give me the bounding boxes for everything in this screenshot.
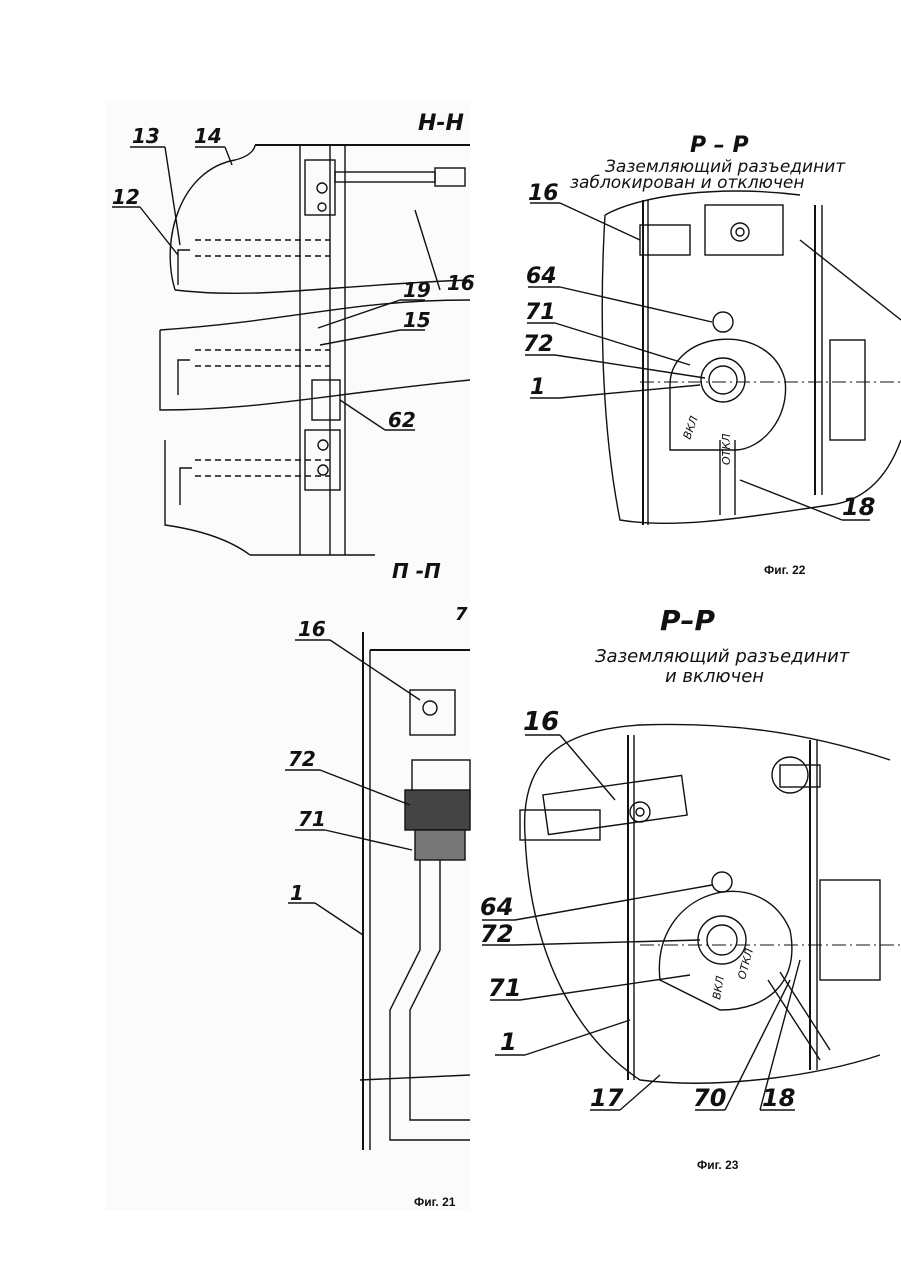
fig22-callout-18: 18 (842, 493, 875, 521)
fig23-mark-off: ОТКЛ (735, 947, 756, 981)
fig22-callout-1: 1 (530, 375, 545, 400)
callout-12: 12 (112, 185, 140, 209)
fig23-callout-72: 72 (480, 920, 513, 948)
callout-7-left: 7 (455, 604, 468, 625)
fig22-caption: Фиг. 22 (764, 563, 805, 577)
fig23-callout-17: 17 (590, 1084, 624, 1112)
callout-16-top: 16 (447, 271, 475, 295)
fig22-view (525, 191, 901, 525)
fig23-section: Р–Р (660, 604, 716, 637)
fig22-mark-on: ВКЛ (681, 414, 701, 441)
callout-71-left: 71 (298, 807, 326, 831)
fig23-mark-on: ВКЛ (710, 975, 727, 1001)
callout-13: 13 (132, 124, 160, 148)
callout-1-left: 1 (290, 881, 304, 905)
section-n-n-title: Н-Н (418, 111, 464, 136)
callout-19: 19 (403, 278, 431, 302)
fig23-callout-18: 18 (762, 1084, 795, 1112)
fig21-caption: Фиг. 21 (414, 1195, 455, 1209)
fig23-labels: Р–Р Заземляющий разъединит и включен 16 … (480, 604, 850, 1112)
fig23-callout-64: 64 (480, 893, 513, 921)
fig23-callout-16: 16 (523, 707, 559, 737)
fig23-view (482, 724, 901, 1110)
callout-16-bottom: 16 (298, 617, 326, 641)
fig22-callout-71: 71 (525, 300, 556, 325)
fig23-title-line2: и включен (665, 666, 764, 687)
fig23-callout-71: 71 (488, 974, 521, 1002)
callout-15: 15 (403, 308, 431, 332)
callout-14: 14 (194, 124, 222, 148)
fig23-caption: Фиг. 23 (697, 1158, 738, 1172)
section-p-p-title: П -П (392, 559, 441, 583)
left-panel-bg (105, 100, 470, 1210)
callout-62: 62 (388, 408, 416, 432)
fig23-callout-70: 70 (693, 1084, 726, 1112)
fig22-title-line2: заблокирован и отключен (570, 173, 805, 193)
fig22-callout-16: 16 (528, 181, 559, 206)
fig23-callout-1: 1 (500, 1028, 517, 1056)
fig22-mark-off: ОТКЛ (720, 434, 733, 465)
fig23-title-line1: Заземляющий разъединит (595, 646, 850, 667)
fig22-callout-72: 72 (523, 332, 554, 357)
fig22-callout-64: 64 (526, 264, 557, 289)
callout-72-left: 72 (288, 747, 316, 771)
fig22-section: Р – Р (690, 133, 749, 158)
